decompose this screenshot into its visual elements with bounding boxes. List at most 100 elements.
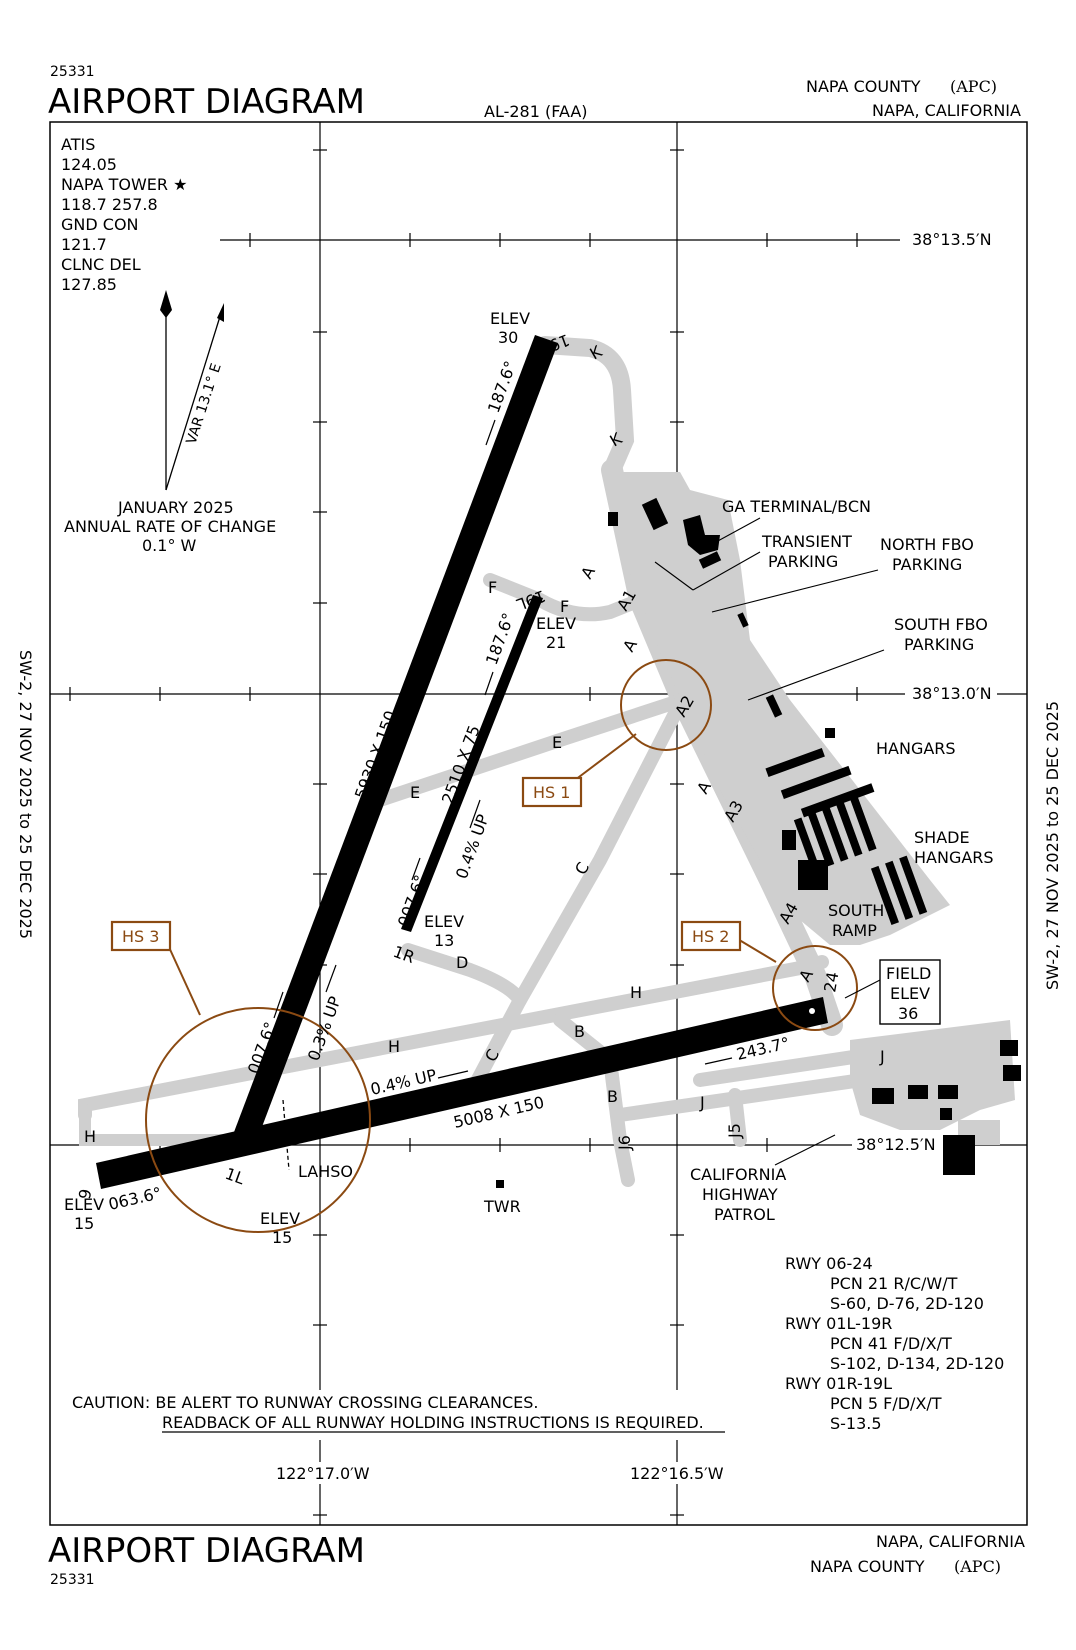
hotspot-2-badge[interactable] <box>680 920 742 952</box>
shade-hangars-label: HANGARS <box>914 848 994 867</box>
svg-text:S-60, D-76, 2D-120: S-60, D-76, 2D-120 <box>830 1294 984 1313</box>
svg-text:RWY 06-24: RWY 06-24 <box>785 1254 873 1273</box>
runway-data: RWY 06-24 PCN 21 R/C/W/T S-60, D-76, 2D-… <box>785 1254 1004 1433</box>
field-elevation-box <box>879 959 941 1025</box>
svg-text:E: E <box>552 733 562 752</box>
footer-city-state: NAPA, CALIFORNIA <box>876 1532 1025 1551</box>
hotspot-1-badge[interactable] <box>521 776 583 808</box>
hotspot-2-label: HS 2 <box>692 927 729 946</box>
runway-01R-19L <box>401 595 543 932</box>
chp-label: PATROL <box>714 1205 775 1224</box>
rwy24-number: 24 <box>820 970 842 993</box>
svg-text:H: H <box>630 983 642 1002</box>
transient-parking-label: PARKING <box>768 552 838 571</box>
footer-airport-code: (APC) <box>954 1557 1001 1576</box>
footer-chart-number: 25331 <box>50 1572 95 1588</box>
field-elev-label: FIELD <box>886 964 931 983</box>
rwy1r-elev-label: ELEV <box>424 912 464 931</box>
svg-text:D: D <box>456 953 468 972</box>
chart-number-top: 25331 <box>50 64 95 80</box>
chp-label: CALIFORNIA <box>690 1165 786 1184</box>
svg-text:B: B <box>607 1087 618 1106</box>
lahso-line <box>282 1099 290 1171</box>
svg-text:H: H <box>84 1127 96 1146</box>
rwy19l-elev: 21 <box>546 633 566 652</box>
south-ramp-label: SOUTH <box>828 901 884 920</box>
rwy6-elev-label: ELEV <box>64 1195 104 1214</box>
rwy19r-elev: 30 <box>498 328 518 347</box>
south-ramp-label: RAMP <box>832 921 877 940</box>
field-elev-label: ELEV <box>890 984 930 1003</box>
lat-mid-label: 38°13.0′N <box>912 684 992 703</box>
transient-parking-label: TRANSIENT <box>761 532 852 551</box>
freq-line: 127.85 <box>61 275 117 294</box>
rwy6-heading: 063.6° <box>107 1183 164 1214</box>
runway-01L-19R <box>231 335 558 1148</box>
city-state: NAPA, CALIFORNIA <box>872 101 1021 120</box>
freq-line: ATIS <box>61 135 95 154</box>
lat-south-label: 38°12.5′N <box>856 1135 936 1154</box>
chp-apron <box>850 1020 1015 1130</box>
rwy6-elev: 15 <box>74 1214 94 1233</box>
magnetic-rate-value: 0.1° W <box>142 536 197 555</box>
shade-hangars-label: SHADE <box>914 828 970 847</box>
page-title: AIRPORT DIAGRAM <box>48 82 365 122</box>
svg-text:RWY 01R-19L: RWY 01R-19L <box>785 1374 892 1393</box>
footer-airport-name: NAPA COUNTY <box>810 1557 925 1576</box>
airport-name: NAPA COUNTY <box>806 77 921 96</box>
svg-text:PCN 21 R/C/W/T: PCN 21 R/C/W/T <box>830 1274 958 1293</box>
chart-id: AL-281 (FAA) <box>484 102 588 121</box>
rwy1l-number: 1L <box>223 1164 248 1188</box>
svg-text:J5: J5 <box>725 1123 744 1139</box>
svg-text:F: F <box>560 597 569 616</box>
south-fbo-label: SOUTH FBO <box>894 615 988 634</box>
rwy19l-elev-label: ELEV <box>536 614 576 633</box>
freq-line: NAPA TOWER ★ <box>61 175 187 194</box>
freq-line: CLNC DEL <box>61 255 141 274</box>
side-label-right: SW-2, 27 NOV 2025 to 25 DEC 2025 <box>1043 701 1062 990</box>
hotspot-3-badge[interactable] <box>110 920 172 952</box>
svg-text:A: A <box>577 563 599 582</box>
chart-frame <box>49 121 1028 1526</box>
svg-text:E: E <box>410 783 420 802</box>
rwy1l-elev: 15 <box>272 1228 292 1247</box>
freq-line: GND CON <box>61 215 139 234</box>
lon-east-label: 122°16.5′W <box>630 1464 724 1483</box>
airport-code: (APC) <box>950 77 997 96</box>
svg-text:B: B <box>574 1022 585 1041</box>
hotspot-1-label: HS 1 <box>533 783 570 802</box>
svg-text:J: J <box>699 1093 705 1112</box>
svg-text:S-102, D-134, 2D-120: S-102, D-134, 2D-120 <box>830 1354 1004 1373</box>
svg-text:A: A <box>619 636 641 655</box>
footer-title: AIRPORT DIAGRAM <box>48 1531 365 1571</box>
lahso-label: LAHSO <box>298 1162 353 1181</box>
svg-text:H: H <box>388 1037 400 1056</box>
caution-line-1: CAUTION: BE ALERT TO RUNWAY CROSSING CLE… <box>72 1393 538 1412</box>
south-fbo-label: PARKING <box>904 635 974 654</box>
chp-label: HIGHWAY <box>702 1185 778 1204</box>
rwy19r-elev-label: ELEV <box>490 309 530 328</box>
magnetic-date: JANUARY 2025 <box>117 498 234 517</box>
magnetic-north-arrow-icon <box>165 303 224 491</box>
svg-text:RWY 01L-19R: RWY 01L-19R <box>785 1314 892 1333</box>
svg-text:J6: J6 <box>615 1135 634 1151</box>
svg-text:PCN 41 F/D/X/T: PCN 41 F/D/X/T <box>830 1334 952 1353</box>
svg-text:PCN 5 F/D/X/T: PCN 5 F/D/X/T <box>830 1394 942 1413</box>
buildings <box>496 497 1021 1188</box>
caution-line-2: READBACK OF ALL RUNWAY HOLDING INSTRUCTI… <box>162 1413 704 1432</box>
rwy6-number: 6 <box>74 1187 94 1200</box>
frequency-list: ATIS 124.05 NAPA TOWER ★ 118.7 257.8 GND… <box>61 135 187 294</box>
hotspot-circles <box>145 659 858 1233</box>
rwy1r-elev: 13 <box>434 931 454 950</box>
north-fbo-label: PARKING <box>892 555 962 574</box>
side-label-left: SW-2, 27 NOV 2025 to 25 DEC 2025 <box>16 650 35 939</box>
svg-text:F: F <box>488 578 497 597</box>
tower-label: TWR <box>483 1197 521 1216</box>
runway-06-24 <box>96 997 828 1189</box>
hotspot-3-label: HS 3 <box>122 927 159 946</box>
freq-line: 121.7 <box>61 235 107 254</box>
svg-text:S-13.5: S-13.5 <box>830 1414 882 1433</box>
ga-terminal-label: GA TERMINAL/BCN <box>722 497 871 516</box>
freq-line: 118.7 257.8 <box>61 195 158 214</box>
